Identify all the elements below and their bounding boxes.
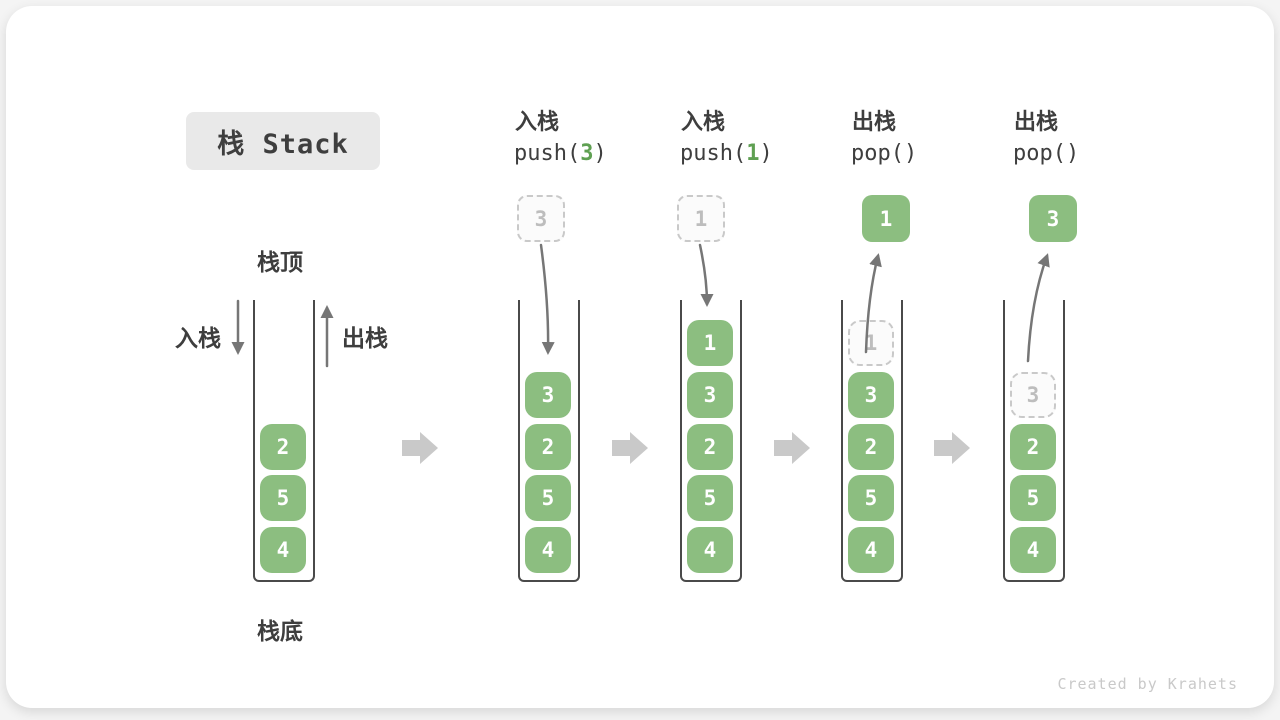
floating-cell-push-3: 3 <box>517 195 565 242</box>
floating-cell-push-1: 1 <box>677 195 725 242</box>
stack-item: 4 <box>525 527 571 573</box>
op-code-pop-first: pop() <box>851 141 917 166</box>
title-badge: 栈 Stack <box>186 112 380 170</box>
op-label-push-3: 入栈 <box>515 110 560 135</box>
op-code-push-1: push(1) <box>680 141 773 166</box>
step-arrow-1 <box>402 432 438 464</box>
op-label-pop-first: 出栈 <box>852 110 897 135</box>
floating-cell-popped-1: 1 <box>862 195 910 242</box>
code-text: push( <box>680 141 747 166</box>
stack-item: 5 <box>525 475 571 521</box>
code-text: pop() <box>1013 141 1080 166</box>
stack-bottom-label: 栈底 <box>257 619 303 645</box>
stack-item: 3 <box>848 372 894 418</box>
op-label-pop-second: 出栈 <box>1014 110 1059 135</box>
push-in-label: 入栈 <box>175 326 221 352</box>
code-text: ) <box>593 141 607 166</box>
stack-item: 2 <box>1010 424 1056 470</box>
pop-out-label: 出栈 <box>342 326 388 352</box>
stack-item: 5 <box>848 475 894 521</box>
stack-item-ghost: 3 <box>1010 372 1056 418</box>
stack-item: 3 <box>525 372 571 418</box>
page-title: 栈 Stack <box>217 128 349 160</box>
floating-cell-popped-3: 3 <box>1029 195 1077 242</box>
stack-item: 4 <box>1010 527 1056 573</box>
stack-item: 2 <box>687 424 733 470</box>
stack-item: 4 <box>260 527 306 573</box>
stack-item: 3 <box>687 372 733 418</box>
stack-item: 2 <box>260 424 306 470</box>
step-arrow-2 <box>612 432 648 464</box>
stack-item: 2 <box>848 424 894 470</box>
op-label-push-1: 入栈 <box>681 110 726 135</box>
code-text: ) <box>759 141 773 166</box>
stack-item: 4 <box>848 527 894 573</box>
stack-item: 2 <box>525 424 571 470</box>
stack-item-ghost: 1 <box>848 320 894 366</box>
stack-top-label: 栈顶 <box>257 250 303 276</box>
op-code-push-3: push(3) <box>514 141 607 166</box>
step-arrow-3 <box>774 432 810 464</box>
watermark: Created by Krahets <box>1057 675 1238 693</box>
code-arg: 1 <box>746 141 760 166</box>
op-code-pop-second: pop() <box>1013 141 1079 166</box>
push-1-arrow <box>698 243 714 307</box>
stack-item: 5 <box>687 475 733 521</box>
code-text: push( <box>514 141 581 166</box>
stack-item: 5 <box>260 475 306 521</box>
code-arg: 3 <box>580 141 594 166</box>
code-text: pop() <box>851 141 918 166</box>
step-arrow-4 <box>934 432 970 464</box>
stack-item: 1 <box>687 320 733 366</box>
stack-item: 4 <box>687 527 733 573</box>
stack-item: 5 <box>1010 475 1056 521</box>
